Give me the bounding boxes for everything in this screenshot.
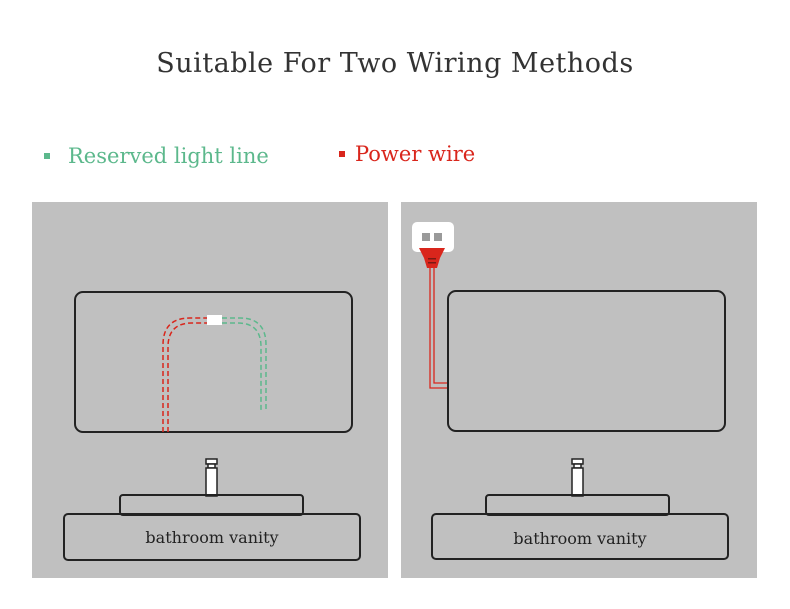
page-title: Suitable For Two Wiring Methods xyxy=(156,48,634,79)
reserved-light-line-dashed xyxy=(222,317,267,410)
legend-reserved-light-line: Reserved light line xyxy=(44,144,269,168)
power-wire-dashed xyxy=(162,317,207,432)
vanity-right xyxy=(431,513,729,560)
mirror-left xyxy=(74,291,353,433)
vanity-left xyxy=(63,513,361,561)
legend-swatch-red xyxy=(339,151,345,157)
legend-power-wire: Power wire xyxy=(339,142,475,166)
connector-block xyxy=(207,315,222,325)
vanity-label-left: bathroom vanity xyxy=(145,528,279,547)
faucet-icon xyxy=(571,458,584,497)
power-wire-solid xyxy=(429,268,448,389)
legend-swatch-green xyxy=(44,153,50,159)
vanity-label-right: bathroom vanity xyxy=(513,529,647,548)
mirror-right xyxy=(447,290,726,432)
legend-label-reserved: Reserved light line xyxy=(68,144,269,168)
plug-icon xyxy=(412,222,454,268)
legend-label-power: Power wire xyxy=(355,142,476,166)
basin-left xyxy=(119,494,304,516)
basin-right xyxy=(485,494,670,516)
faucet-icon xyxy=(205,458,218,497)
